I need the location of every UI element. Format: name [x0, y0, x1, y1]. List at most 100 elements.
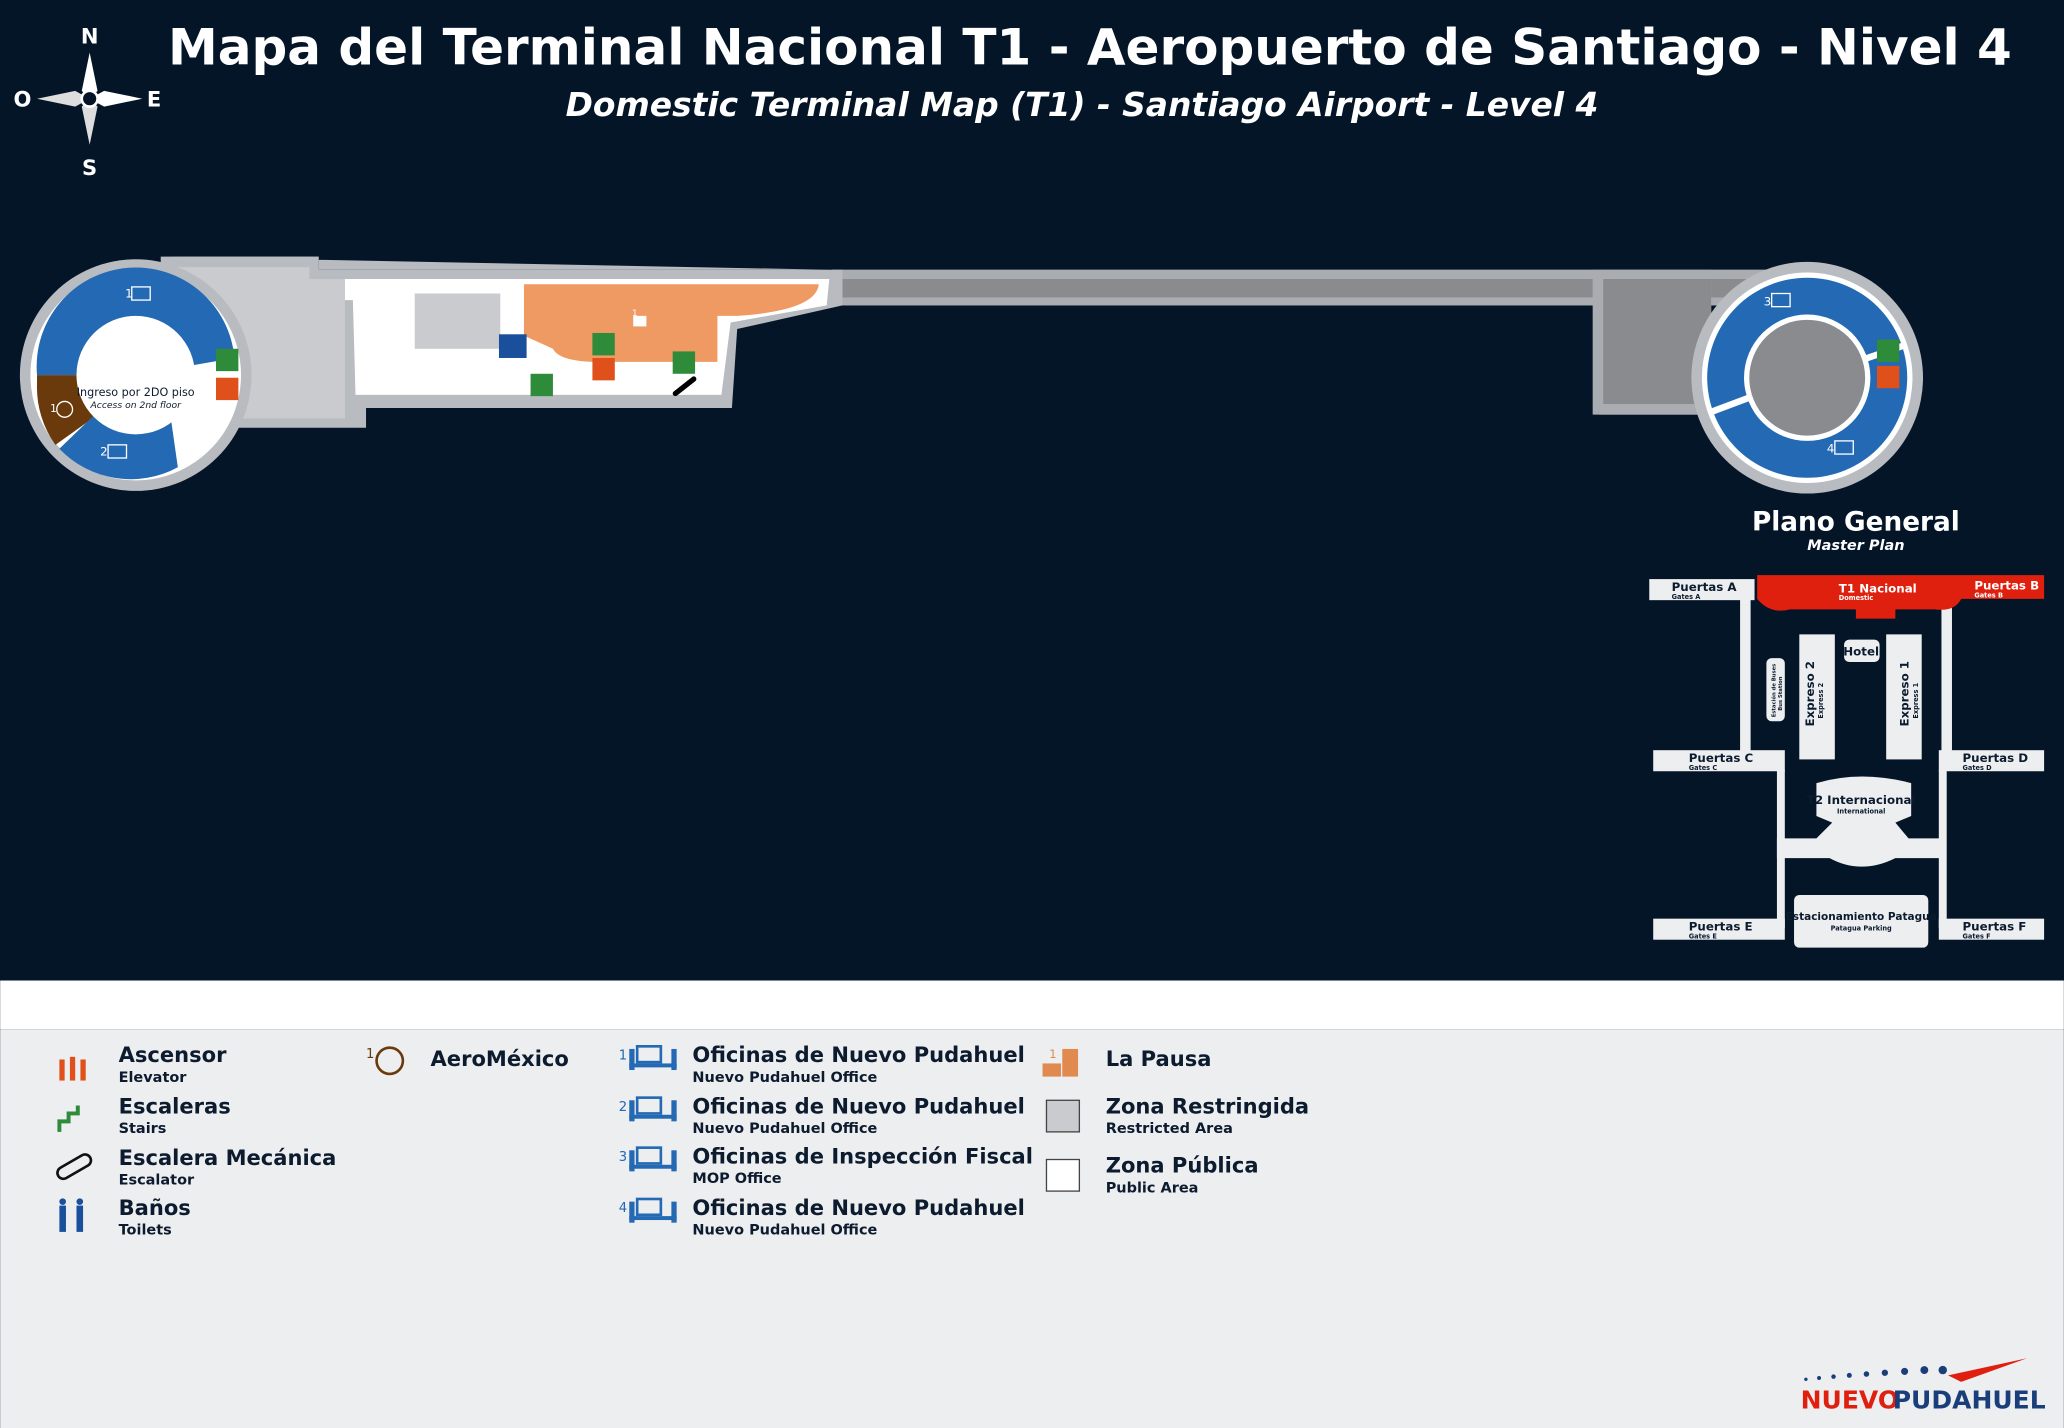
elevator-icon [59, 1056, 86, 1081]
la-pausa-number: 1 [632, 308, 638, 319]
legend-number: 1 [366, 1047, 374, 1062]
gates-b-label: Puertas B [1974, 579, 2039, 593]
parking-label: Estacionamiento Patagua [1786, 911, 1937, 923]
toilets-icon [59, 1198, 84, 1232]
stairs-icon [592, 332, 615, 356]
aeromexico-icon [56, 400, 74, 418]
office-4-icon: 4 [1827, 442, 1835, 456]
aeromexico-icon [375, 1046, 405, 1076]
hotel-label: Hotel [1843, 644, 1879, 658]
bus-station-sub: Bus Station [1778, 676, 1784, 710]
t2-sub: International [1837, 807, 1885, 815]
legend-sublabel: Nuevo Pudahuel Office [692, 1121, 877, 1137]
legend-label: Oficinas de Nuevo Pudahuel [692, 1093, 1024, 1118]
legend-number: 4 [619, 1201, 627, 1216]
escalator-icon [56, 1153, 93, 1181]
legend-label: Escaleras [119, 1093, 231, 1118]
legend-panel [0, 1029, 2064, 1428]
la-pausa-icon [633, 315, 647, 327]
legend-sublabel: MOP Office [692, 1171, 781, 1187]
legend-number: 1 [1049, 1047, 1057, 1061]
compass-west: O [14, 87, 32, 112]
stairs-icon [57, 1105, 80, 1132]
terminal-floor-plan: Ingreso por 2DO piso Access on 2nd floor… [19, 256, 1924, 494]
office-icon [635, 1146, 663, 1165]
legend-sublabel: Nuevo Pudahuel Office [692, 1070, 877, 1086]
gates-d-label: Puertas D [1963, 751, 2029, 765]
gates-a-label: Puertas A [1672, 580, 1738, 594]
page-subtitle: Domestic Terminal Map (T1) - Santiago Ai… [566, 85, 1599, 124]
page-title: Mapa del Terminal Nacional T1 - Aeropuer… [168, 18, 2012, 76]
legend-item-escalator: Escalera Mecánica Escalator [56, 1145, 337, 1189]
legend-label: Baños [119, 1195, 191, 1220]
gates-e-sub: Gates E [1689, 932, 1718, 940]
aeromexico-number: 1 [50, 403, 57, 415]
legend-sublabel: Elevator [119, 1070, 188, 1086]
public-swatch [1045, 1158, 1081, 1192]
legend-item-elevator: Ascensor Elevator [59, 1042, 227, 1086]
master-plan-subtitle: Master Plan [1807, 538, 1904, 554]
legend-label: Ascensor [119, 1042, 228, 1067]
legend-sublabel: Nuevo Pudahuel Office [692, 1223, 877, 1239]
office-3-icon: 3 [1764, 294, 1772, 308]
legend-label: Oficinas de Nuevo Pudahuel [692, 1195, 1024, 1220]
legend-item-toilets: Baños Toilets [59, 1195, 191, 1239]
legend-label: Oficinas de Inspección Fiscal [692, 1143, 1033, 1168]
master-plan-title: Plano General [1752, 507, 1960, 537]
t1-highlight [1757, 575, 2045, 619]
legend-number: 2 [619, 1100, 627, 1115]
legend-item-public: Zona Pública Public Area [1045, 1153, 1259, 1196]
gates-f-label: Puertas F [1963, 920, 2027, 934]
gates-b-sub: Gates B [1974, 592, 2003, 600]
legend-sublabel: Escalator [119, 1173, 195, 1189]
elevator-icon [216, 377, 239, 401]
entry-note-en: Access on 2nd floor [89, 400, 182, 411]
compass-rose-icon: N S E O [14, 23, 162, 180]
gates-e-label: Puertas E [1689, 920, 1753, 934]
map-background [0, 0, 2064, 981]
elevator-icon [1876, 365, 1900, 389]
nuevo-pudahuel-logo: NUEVO PUDAHUEL [1801, 1358, 2046, 1414]
parking-sub: Patagua Parking [1831, 925, 1892, 933]
entry-note: Ingreso por 2DO piso [77, 386, 195, 399]
gates-a-sub: Gates A [1672, 593, 1702, 601]
legend-number: 1 [619, 1048, 627, 1063]
legend-item-stairs: Escaleras Stairs [57, 1093, 231, 1137]
legend-divider [0, 980, 2064, 1030]
expreso-2-sub: Express 2 [1817, 683, 1825, 719]
office-icon [635, 1197, 663, 1217]
legend-item-aeromexico: 1 AeroMéxico [366, 1046, 569, 1076]
t1-label: T1 Nacional [1839, 581, 1917, 595]
stairs-icon [672, 351, 696, 374]
compass-south: S [82, 155, 97, 180]
gates-f-sub: Gates F [1963, 932, 1991, 940]
legend-label: AeroMéxico [431, 1046, 569, 1071]
legend-sublabel: Stairs [119, 1121, 167, 1137]
expreso-2-label: Expreso 2 [1803, 661, 1817, 727]
compass-north: N [81, 23, 99, 48]
escalator-icon [672, 376, 697, 397]
t1-sub: Domestic [1839, 594, 1874, 602]
legend-label: Oficinas de Nuevo Pudahuel [692, 1042, 1024, 1067]
legend-label: Zona Pública [1106, 1153, 1259, 1178]
legend-item-la-pausa: 1 La Pausa [1042, 1046, 1211, 1077]
legend-label: Escalera Mecánica [119, 1145, 337, 1170]
expreso-1-label: Expreso 1 [1898, 661, 1912, 727]
logo-text-a: NUEVO [1801, 1385, 1899, 1414]
legend-sublabel: Public Area [1106, 1180, 1199, 1196]
office-2-icon: 2 [100, 444, 108, 458]
legend-sublabel: Restricted Area [1106, 1121, 1233, 1137]
gates-d-sub: Gates D [1963, 764, 1993, 772]
legend-item-restricted: Zona Restringida Restricted Area [1045, 1093, 1309, 1137]
elevator-icon [592, 357, 615, 381]
bus-station-label: Estación de Buses [1771, 664, 1778, 718]
t2-label: T2 Internacional [1807, 793, 1916, 807]
stairs-icon [1876, 339, 1900, 362]
legend-sublabel: Toilets [119, 1223, 172, 1239]
office-icon [635, 1045, 663, 1064]
